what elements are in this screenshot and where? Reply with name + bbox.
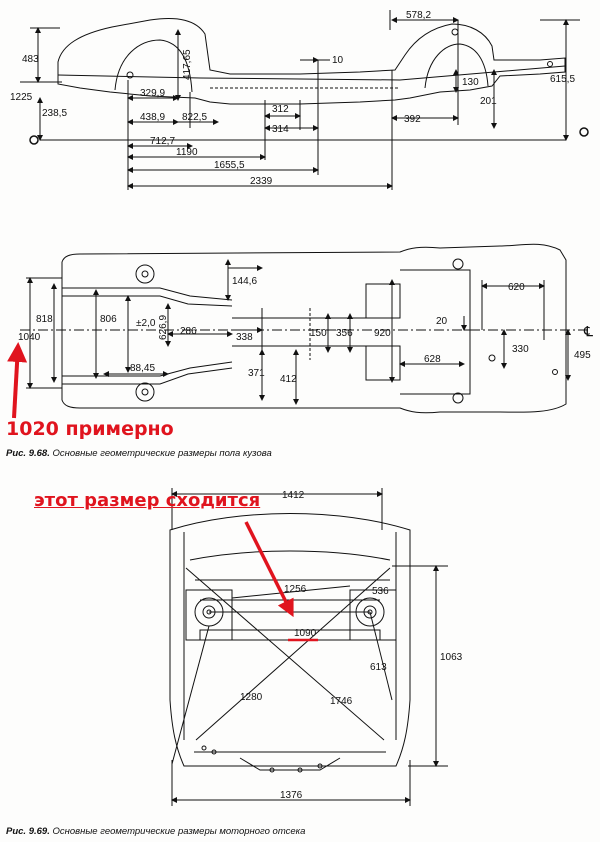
shock-tower-right [349,589,397,641]
caption-fig-9-68-number: Рис. 9.68. [6,448,50,459]
dim-1190: 1190 [176,147,198,158]
plan-tunnel [232,317,390,347]
shock-tower-left [185,589,233,641]
dim-2339: 2339 [250,176,273,187]
side-origin-left [29,135,39,145]
dim-412: 412 [280,374,297,385]
engine-bay-view [169,488,448,806]
side-dimension-labels: 483 1225 238,5 417,65 329,9 438,9 822,5 … [10,10,575,187]
dim-10: 10 [332,55,344,66]
side-view [20,10,580,190]
dim-88-45: 88,45 [130,363,155,374]
plan-view [20,243,588,414]
dim-286: 286 [180,326,197,337]
dim-392: 392 [404,114,421,125]
dim-822-5: 822,5 [182,112,207,123]
caption-fig-9-69: Рис. 9.69. Основные геометрические разме… [6,826,305,837]
plan-front-mount-top [135,264,155,284]
dim-1412: 1412 [282,490,305,501]
dim-1225: 1225 [10,92,33,103]
plan-rear-pad-top [365,283,401,319]
dim-1256: 1256 [284,584,307,595]
dim-20: 20 [436,316,448,327]
side-rear-arch [424,43,489,89]
dim-620: 620 [508,282,525,293]
dim-238-5: 238,5 [42,108,67,119]
side-body-outline [57,18,566,105]
plan-front-mount-bottom [135,382,155,402]
side-front-arch [114,39,193,93]
red-arrow-1020 [7,342,28,419]
engine-bay-outline [169,513,411,767]
caption-fig-9-69-number: Рис. 9.69. [6,826,50,837]
dim-1280: 1280 [240,692,263,703]
plan-floor-outline [61,243,567,414]
dim-314: 314 [272,124,289,135]
caption-fig-9-68-text: Основные геометрические размеры пола куз… [52,448,272,459]
dim-578-2: 578,2 [406,10,431,21]
dim-712-7: 712,7 [150,136,175,147]
red-arrow-matches [244,521,294,618]
dim-628: 628 [424,354,441,365]
dim-495: 495 [574,350,591,361]
dim-613: 613 [370,662,387,673]
caption-fig-9-68: Рис. 9.68. Основные геометрические разме… [6,448,272,459]
dim-626-9: 626,9 [158,315,169,340]
cross-member [199,629,381,641]
dim-330: 330 [512,344,529,355]
dim-371: 371 [248,368,265,379]
dim-483: 483 [22,54,39,65]
dim-1376: 1376 [280,790,303,801]
dim-338: 338 [236,332,253,343]
dim-130: 130 [462,77,479,88]
dim-1655-5: 1655,5 [214,160,245,171]
plan-dimension-labels: 818 1040 806 ±2,0 626,9 286 338 144,6 88… [18,276,591,385]
plan-left-rail [62,287,233,307]
dim-329-9: 329,9 [140,88,165,99]
dim-438-9: 438,9 [140,112,165,123]
dim-201: 201 [480,96,497,107]
dim-150: 150 [310,328,327,339]
dim-312: 312 [272,104,289,115]
annotation-1020-approx: 1020 примерно [6,418,174,440]
dim-920: 920 [374,328,391,339]
engine-bay-dimension-labels: 1412 1256 536 1090 613 1280 1746 1063 13… [240,490,463,801]
dim-1063: 1063 [440,652,463,663]
dim-615-5: 615,5 [550,74,575,85]
centerline-symbol: ℄ [583,325,593,340]
side-origin-right [579,127,589,137]
plan-rear-pad-bottom [365,345,401,381]
dim-pm2-0: ±2,0 [136,318,156,329]
side-sill-line [57,65,566,81]
dim-356: 356 [336,328,353,339]
dim-1090: 1090 [294,628,317,639]
dim-1040: 1040 [18,332,41,343]
annotation-size-matches: этот размер сходится [34,490,261,511]
dim-144-6: 144,6 [232,276,257,287]
dim-536: 536 [372,586,389,597]
dim-806: 806 [100,314,117,325]
caption-fig-9-69-text: Основные геометрические размеры моторног… [52,826,306,837]
dim-1746: 1746 [330,696,353,707]
dim-417-65: 417,65 [182,49,193,80]
dim-818: 818 [36,314,53,325]
